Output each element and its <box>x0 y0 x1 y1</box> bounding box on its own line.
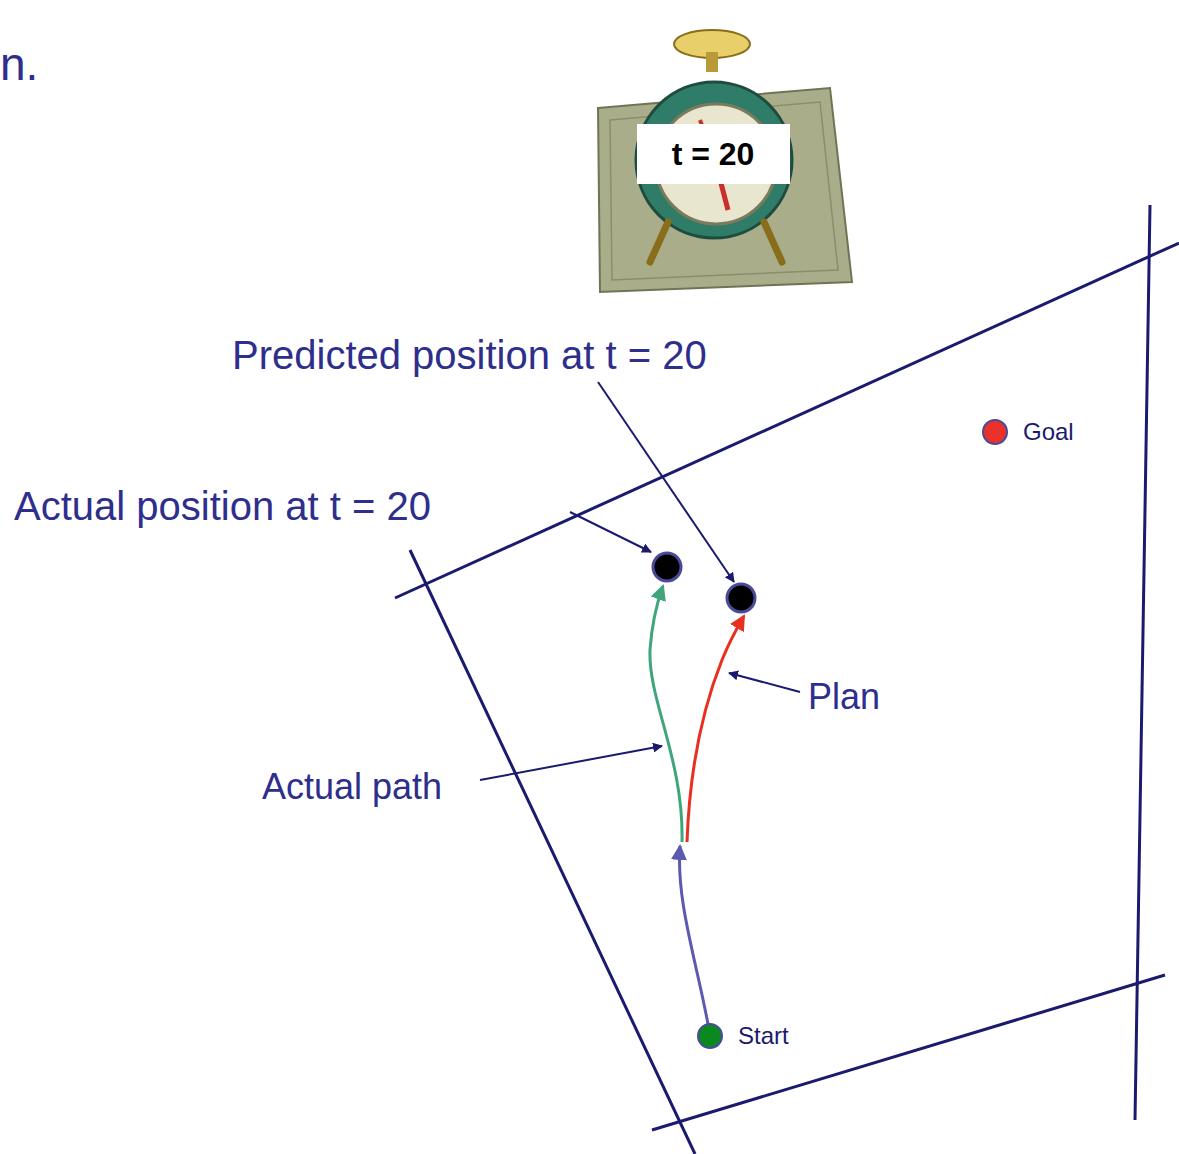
location-label: Goal <box>1023 418 1074 446</box>
predicted-position-dot <box>727 584 755 612</box>
annotation-label: Actual position at t = 20 <box>12 483 433 529</box>
annotation-label: Actual path <box>262 766 442 807</box>
clock-icon <box>598 30 852 292</box>
time-box: t = 20 <box>637 124 790 184</box>
actual-path <box>650 586 682 842</box>
initial-path <box>679 846 708 1024</box>
location-label: Start <box>738 1022 789 1050</box>
plan-path <box>687 616 744 842</box>
location-dot <box>696 1022 724 1050</box>
actual-position-dot <box>653 553 681 581</box>
location-node: Goal <box>981 418 1074 446</box>
location-node: Start <box>696 1022 789 1050</box>
location-dot <box>981 418 1009 446</box>
time-text: t = 20 <box>672 136 755 173</box>
annotation-label: Plan <box>808 676 880 717</box>
annotation-label: n. <box>0 38 38 91</box>
leader-lines <box>480 382 800 780</box>
annotation-label: Predicted position at t = 20 <box>232 332 707 378</box>
